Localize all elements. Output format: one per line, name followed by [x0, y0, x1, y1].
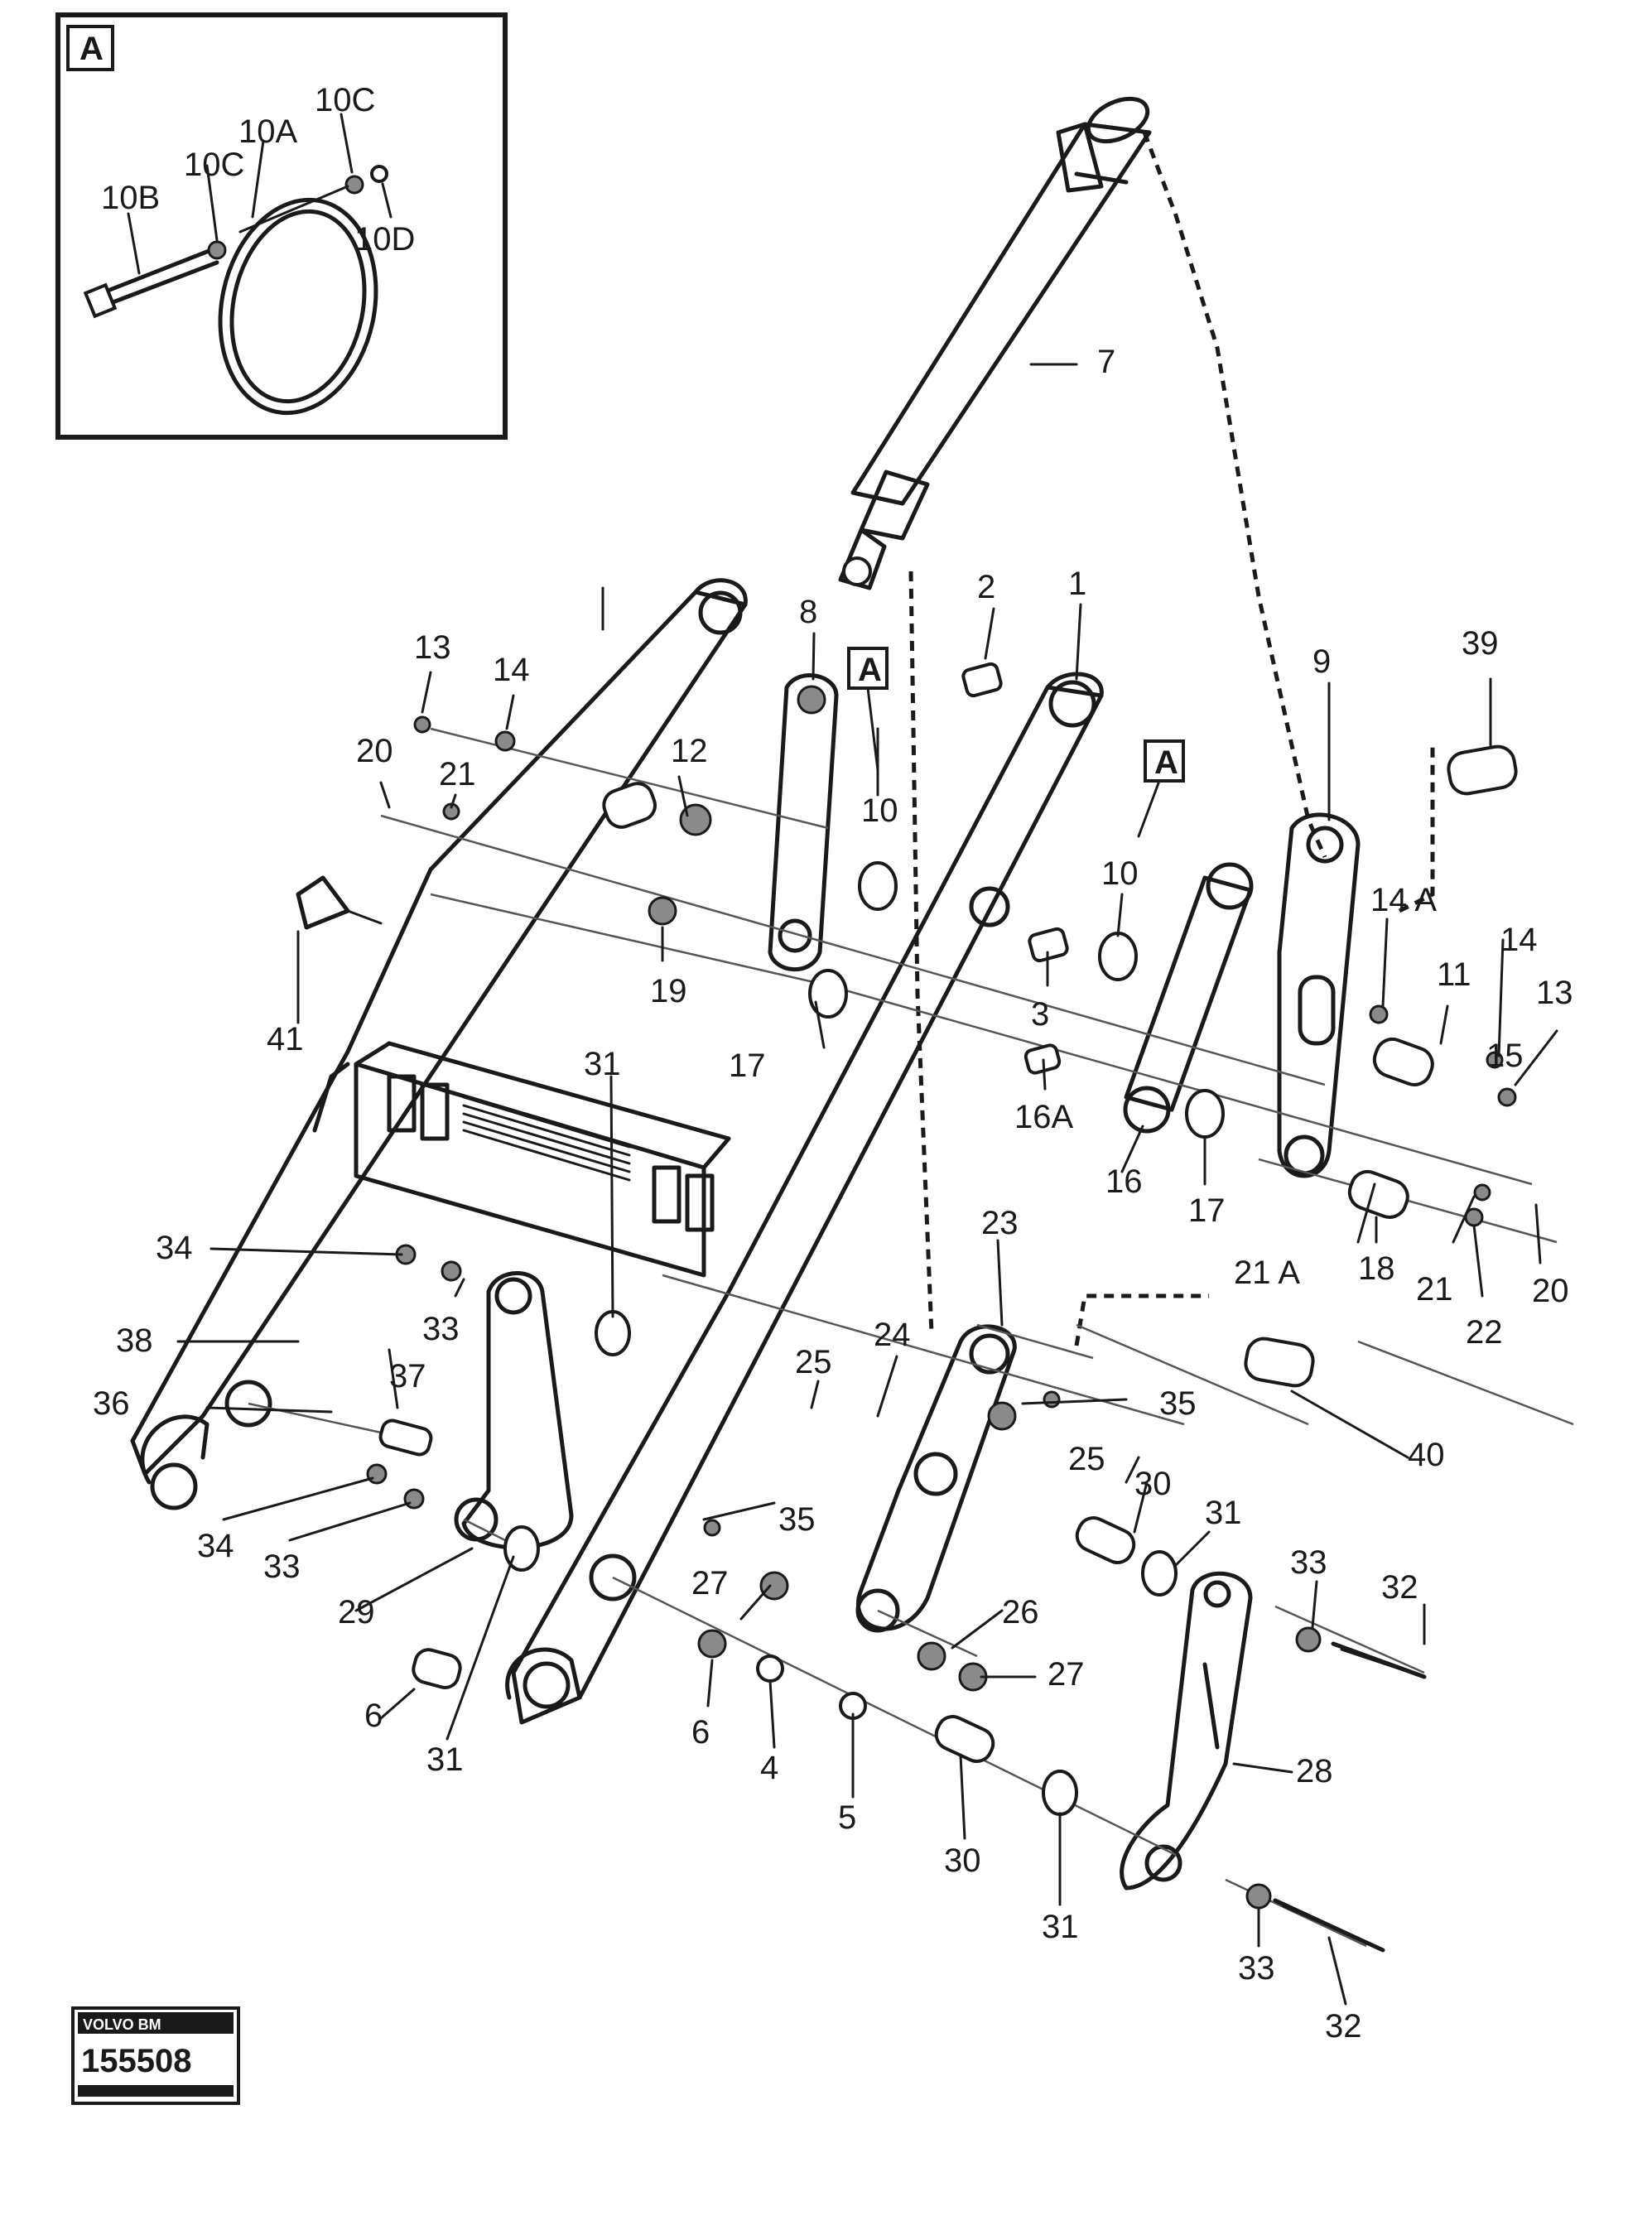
callout-40: 40	[1408, 1437, 1445, 1473]
hose-line-right	[1398, 745, 1435, 913]
link-rod	[1123, 862, 1254, 1134]
callout-12: 12	[671, 733, 708, 769]
svg-text:A: A	[1154, 744, 1178, 781]
callout-34-bottom: 34	[197, 1528, 234, 1564]
callout-26: 26	[1002, 1594, 1039, 1630]
callout-39: 39	[1462, 625, 1499, 662]
callout-14-left: 14	[493, 652, 530, 688]
callout-21A: 21 A	[1234, 1255, 1300, 1291]
callout-37: 37	[389, 1358, 426, 1394]
connecting-plate	[768, 673, 839, 972]
callout-13-left: 13	[414, 629, 451, 666]
callout-20-right: 20	[1532, 1273, 1569, 1309]
inset-badge: A	[79, 31, 104, 67]
callout-33-lower: 33	[263, 1548, 301, 1585]
callout-2: 2	[977, 569, 995, 605]
callout-1: 1	[1068, 566, 1086, 602]
right-lever	[1120, 1571, 1253, 1890]
callout-10-upper: 10	[861, 792, 898, 829]
inset-label-10c-right: 10C	[315, 82, 375, 118]
inset-label-10c-left: 10C	[184, 147, 244, 183]
callout-35-lower: 35	[778, 1501, 816, 1538]
callout-34-top: 34	[156, 1230, 193, 1266]
callout-41: 41	[267, 1021, 304, 1057]
inset-label-10d: 10D	[354, 221, 415, 258]
hose-line-lower	[1074, 1293, 1209, 1346]
lift-cylinder	[838, 96, 1152, 590]
right-lift-arm	[505, 672, 1104, 1725]
callout-14-right: 14	[1500, 922, 1538, 958]
callout-3: 3	[1031, 996, 1049, 1033]
hose-line-middle	[908, 571, 934, 1334]
callout-16A: 16A	[1014, 1099, 1073, 1135]
callout-31-bottom-left: 31	[426, 1741, 464, 1778]
drawing-number: 155508	[81, 2043, 191, 2079]
leader-lines	[176, 363, 1558, 2006]
callout-30-bottom: 30	[944, 1842, 981, 1879]
hardware-parts	[296, 662, 1518, 1953]
bellcrank	[1277, 812, 1361, 1178]
center-lever	[855, 1324, 1017, 1633]
callout-labels: 7 8 2 1 9 39 13 14 20 21 12 10 10 14 A 1…	[93, 344, 1573, 2045]
inset-detail-a: A 10B 10C 10A 10C 10D	[55, 12, 508, 440]
callout-24: 24	[874, 1317, 911, 1353]
callout-19: 19	[650, 973, 687, 1009]
callout-25-left: 25	[795, 1344, 832, 1380]
callout-30-right: 30	[1134, 1466, 1172, 1502]
callout-35-upper: 35	[1159, 1385, 1197, 1422]
callout-33-upper: 33	[422, 1311, 460, 1347]
callout-28: 28	[1296, 1753, 1333, 1789]
callout-17-left: 17	[729, 1048, 766, 1084]
callout-27-lower: 27	[1048, 1656, 1085, 1693]
left-lift-arm	[130, 578, 748, 1510]
callout-14A: 14 A	[1370, 882, 1437, 918]
callout-4: 4	[760, 1750, 778, 1786]
callout-31-right: 31	[1205, 1495, 1242, 1531]
callout-32-upper: 32	[1381, 1569, 1418, 1606]
callout-36: 36	[93, 1385, 130, 1422]
callout-38: 38	[116, 1322, 153, 1359]
logo-brand: VOLVO BM	[83, 2016, 161, 2033]
callout-25-right: 25	[1068, 1441, 1105, 1477]
callout-11: 11	[1437, 956, 1471, 993]
inset-label-10a: 10A	[238, 113, 297, 150]
callout-32-lower: 32	[1325, 2008, 1362, 2045]
callout-7: 7	[1097, 344, 1115, 380]
svg-text:A: A	[858, 652, 882, 688]
callout-21-right: 21	[1416, 1271, 1453, 1308]
callout-33-right-upper: 33	[1290, 1544, 1327, 1581]
callout-18: 18	[1358, 1250, 1395, 1287]
assembly-axes	[248, 727, 1574, 1948]
callout-21-left: 21	[439, 756, 476, 792]
cross-tube	[354, 1041, 731, 1278]
callout-29: 29	[338, 1594, 375, 1630]
callout-33-right-lower: 33	[1238, 1950, 1275, 1987]
left-lever	[454, 1271, 574, 1550]
hose-line-upper	[1142, 132, 1327, 859]
callout-16: 16	[1105, 1163, 1143, 1200]
callout-31-bottom: 31	[1042, 1909, 1079, 1945]
callout-20-left: 20	[356, 733, 393, 769]
callout-17-right: 17	[1188, 1192, 1226, 1229]
callout-5: 5	[838, 1799, 856, 1836]
callout-8: 8	[799, 594, 817, 630]
callout-9: 9	[1312, 643, 1331, 680]
inset-label-10b: 10B	[101, 180, 160, 216]
section-ref-a-right: A	[1137, 739, 1185, 838]
callout-27-upper: 27	[691, 1565, 729, 1601]
callout-10-right: 10	[1101, 855, 1139, 892]
callout-22: 22	[1466, 1314, 1503, 1351]
callout-13-right: 13	[1536, 975, 1573, 1011]
callout-6-right: 6	[691, 1714, 710, 1751]
callout-23: 23	[981, 1205, 1019, 1241]
callout-31-top: 31	[584, 1046, 621, 1082]
section-ref-a-upper: A	[847, 647, 889, 772]
callout-6-left: 6	[364, 1698, 383, 1734]
callout-15: 15	[1486, 1038, 1524, 1074]
volvo-bm-logo-plate: VOLVO BM 155508	[71, 2006, 240, 2105]
